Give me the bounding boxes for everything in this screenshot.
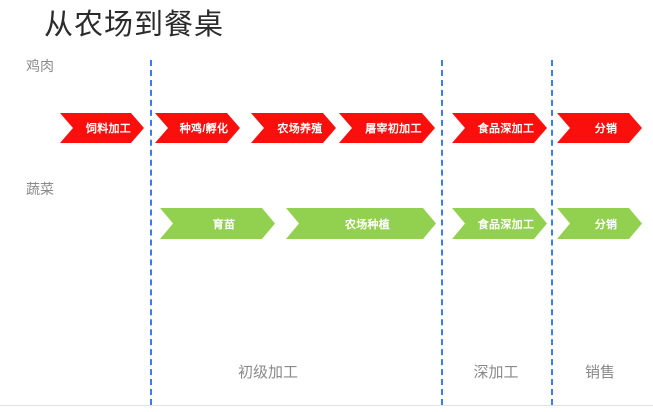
stage-label-deep-processing: 深加工: [473, 365, 519, 381]
stage-label-sales: 销售: [584, 365, 616, 381]
chevron-vegetable-3-label: 食品深加工: [477, 218, 535, 231]
stage-label-primary-processing: 初级加工: [237, 365, 299, 381]
chevron-vegetable-1[interactable]: 育苗: [160, 208, 275, 239]
chevron-chicken-6-label: 分销: [594, 123, 618, 135]
chevron-vegetable-1-label: 育苗: [212, 218, 236, 231]
chevron-chicken-4[interactable]: 屠宰初加工: [339, 113, 435, 143]
chevron-vegetable-3[interactable]: 食品深加工: [452, 208, 547, 239]
page-title: 从农场到餐桌: [44, 9, 225, 41]
stage-divider-2: [441, 60, 443, 405]
row-label-chicken: 鸡肉: [26, 60, 54, 75]
chevron-chicken-1[interactable]: 饲料加工: [60, 113, 144, 143]
bottom-divider: [0, 405, 653, 406]
chevron-chicken-1-label: 饲料加工: [85, 123, 132, 135]
chevron-chicken-6[interactable]: 分销: [557, 113, 642, 143]
chevron-chicken-5[interactable]: 食品深加工: [452, 113, 547, 143]
chevron-chicken-3[interactable]: 农场养殖: [251, 113, 336, 143]
row-label-vegetable: 蔬菜: [26, 183, 54, 198]
chevron-chicken-4-label: 屠宰初加工: [365, 123, 422, 135]
chevron-vegetable-4-label: 分销: [594, 218, 618, 231]
chevron-chicken-2-label: 种鸡/孵化: [179, 123, 229, 135]
chevron-chicken-5-label: 食品深加工: [477, 123, 535, 135]
chevron-vegetable-2-label: 农场种植: [344, 218, 391, 231]
chevron-vegetable-2[interactable]: 农场种植: [286, 208, 436, 239]
chevron-chicken-3-label: 农场养殖: [277, 123, 323, 135]
stage-divider-3: [551, 60, 553, 405]
chevron-chicken-2[interactable]: 种鸡/孵化: [155, 113, 240, 143]
stage-divider-1: [150, 60, 152, 405]
chevron-vegetable-4[interactable]: 分销: [557, 208, 642, 239]
